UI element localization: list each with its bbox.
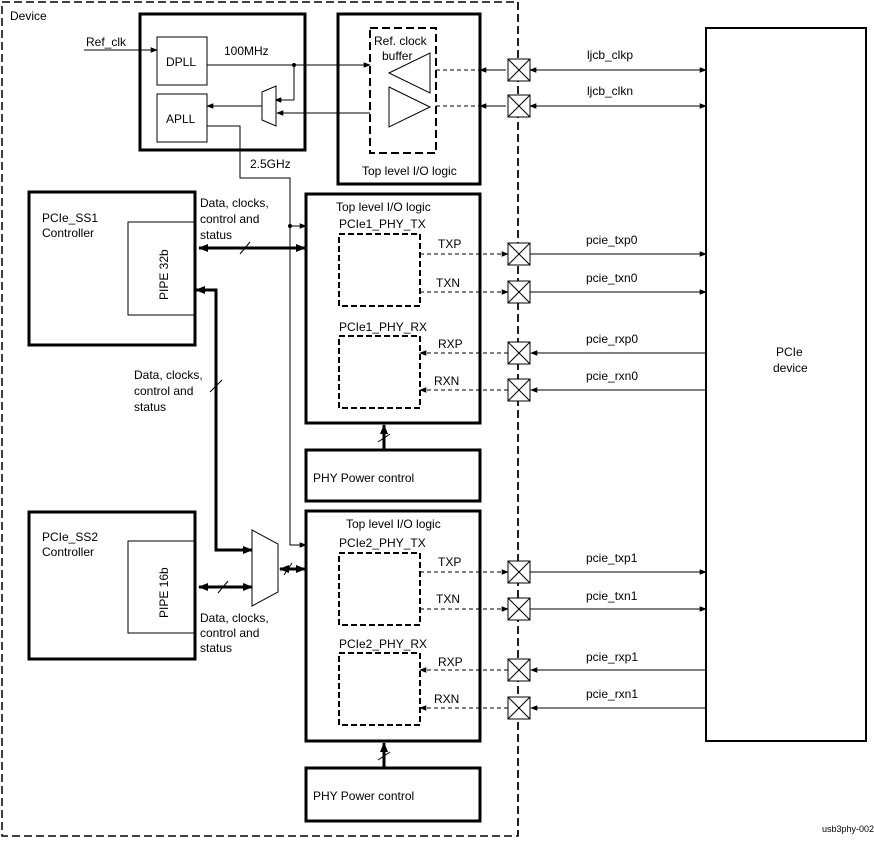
signal-row-ljcb-clkp: ljcb_clkp — [436, 48, 707, 82]
pcie-device-block — [705, 27, 867, 742]
pcie-txn1-label: pcie_txn1 — [586, 589, 638, 603]
phy1-top-io: Top level I/O logic — [336, 200, 431, 214]
signal-row-pcie-rxp0: pcie_rxp0 — [419, 332, 706, 365]
ss1-data-line3: status — [200, 228, 232, 242]
ss1-name-line2: Controller — [42, 226, 94, 240]
pcie-rxp0-label: pcie_rxp0 — [586, 332, 638, 346]
phy1-rx-label: PCIe1_PHY_RX — [339, 320, 427, 334]
phy1-txn: TXN — [436, 276, 460, 290]
ss2-bus-slash — [217, 580, 229, 594]
dpll-box — [156, 36, 208, 86]
mid-data-line3: status — [134, 400, 166, 414]
phy1-tx-box — [338, 233, 421, 307]
ljcb-clkp-label: ljcb_clkp — [587, 48, 633, 62]
apll-label: APLL — [166, 112, 196, 126]
mid-data-line1: Data, clocks, — [134, 368, 203, 382]
ss2-data-line2: control and — [200, 626, 259, 640]
phy2-rx-label: PCIe2_PHY_RX — [339, 637, 427, 651]
signal-row-pcie-txn0: pcie_txn0 — [420, 271, 707, 304]
ss1-name-line1: PCIe_SS1 — [42, 211, 98, 225]
ss1-to-mux-line — [195, 286, 253, 554]
ss1-pipe-label: PIPE 32b — [157, 249, 171, 300]
signal-row-pcie-rxn0: pcie_rxn0 — [419, 369, 706, 402]
freq-25-label: 2.5GHz — [250, 157, 291, 171]
ss2-data-line3: status — [200, 641, 232, 655]
signal-row-pcie-rxn1: pcie_rxn1 — [419, 687, 706, 720]
ss2-pipe-label: PIPE 16b — [157, 567, 171, 618]
phy2-rx-box — [338, 652, 421, 726]
phy1-power-slash — [377, 433, 391, 443]
mid-data-line2: control and — [134, 384, 193, 398]
ss1-pipe-box — [127, 221, 196, 316]
device-label: Device — [10, 9, 47, 23]
pcie-rxp1-label: pcie_rxp1 — [586, 650, 638, 664]
signal-row-pcie-rxp1: pcie_rxp1 — [419, 650, 706, 682]
ss1-data-line2: control and — [200, 212, 259, 226]
phy1-power-label: PHY Power control — [313, 471, 414, 485]
apll-out-line — [207, 125, 307, 548]
freq-100-label: 100MHz — [224, 44, 269, 58]
signal-row-ljcb-clkn: ljcb_clkn — [436, 84, 707, 118]
phy2-tx-label: PCIe2_PHY_TX — [339, 536, 426, 550]
pcie-rxn0-label: pcie_rxn0 — [586, 369, 638, 383]
refbuf-top-io: Top level I/O logic — [362, 164, 457, 178]
phy2-txn: TXN — [436, 592, 460, 606]
pcie-device-line2: device — [773, 361, 808, 375]
apll-box — [156, 93, 208, 143]
phy1-block — [304, 192, 482, 425]
phy2-power-slash — [377, 751, 391, 761]
ss2-pipe-box — [127, 540, 196, 634]
phy1-rxp: RXP — [438, 337, 463, 351]
pcie-rxn1-label: pcie_rxn1 — [586, 687, 638, 701]
ss2-name-line1: PCIe_SS2 — [42, 530, 98, 544]
ref-clk-label: Ref_clk — [86, 35, 127, 49]
phy1-rx-box — [338, 335, 421, 409]
mux-to-phy2-slash — [283, 562, 293, 576]
phy1-rxn: RXN — [434, 374, 459, 388]
phy2-tx-box — [338, 552, 421, 626]
refbuf-inner — [369, 27, 437, 154]
clock-block — [138, 12, 307, 152]
buffer-triangle-left — [387, 52, 431, 94]
ljcb-clkn-label: ljcb_clkn — [587, 84, 633, 98]
pcie-txp1-label: pcie_txp1 — [586, 551, 638, 565]
ss1-data-line1: Data, clocks, — [200, 196, 269, 210]
signal-row-pcie-txn1: pcie_txn1 — [420, 589, 707, 621]
phy2-rxn: RXN — [434, 692, 459, 706]
clock-mux — [261, 85, 277, 127]
phy1-txp: TXP — [438, 237, 461, 251]
mid-bus-slash — [209, 379, 223, 393]
refbuf-outer — [336, 12, 482, 186]
phy2-rxp: RXP — [438, 655, 463, 669]
dpll-label: DPLL — [166, 55, 196, 69]
signal-row-pcie-txp1: pcie_txp1 — [420, 551, 707, 584]
pcie-txn0-label: pcie_txn0 — [586, 271, 638, 285]
phy2-power-block — [304, 766, 482, 823]
ss2-name-line2: Controller — [42, 545, 94, 559]
pcie-device-line1: PCIe — [776, 345, 803, 359]
device-boundary — [1, 1, 519, 837]
buffer-triangle-right — [388, 86, 432, 128]
phy2-top-io: Top level I/O logic — [346, 517, 441, 531]
refbuf-line1: Ref. clock — [374, 34, 428, 48]
figure-id: usb3phy-002 — [822, 824, 874, 834]
signal-row-pcie-txp0: pcie_txp0 — [420, 233, 707, 266]
phy1-power-block — [304, 448, 482, 503]
ss2-data-line1: Data, clocks, — [200, 611, 269, 625]
pcie-txp0-label: pcie_txp0 — [586, 233, 638, 247]
phy1-tx-label: PCIe1_PHY_TX — [339, 217, 426, 231]
phy2-txp: TXP — [438, 555, 461, 569]
ss1-bus-slash — [239, 241, 251, 255]
phy2-power-label: PHY Power control — [313, 789, 414, 803]
refbuf-line2: buffer — [382, 49, 412, 63]
data-mux — [251, 529, 279, 607]
phy2-block — [304, 509, 482, 743]
